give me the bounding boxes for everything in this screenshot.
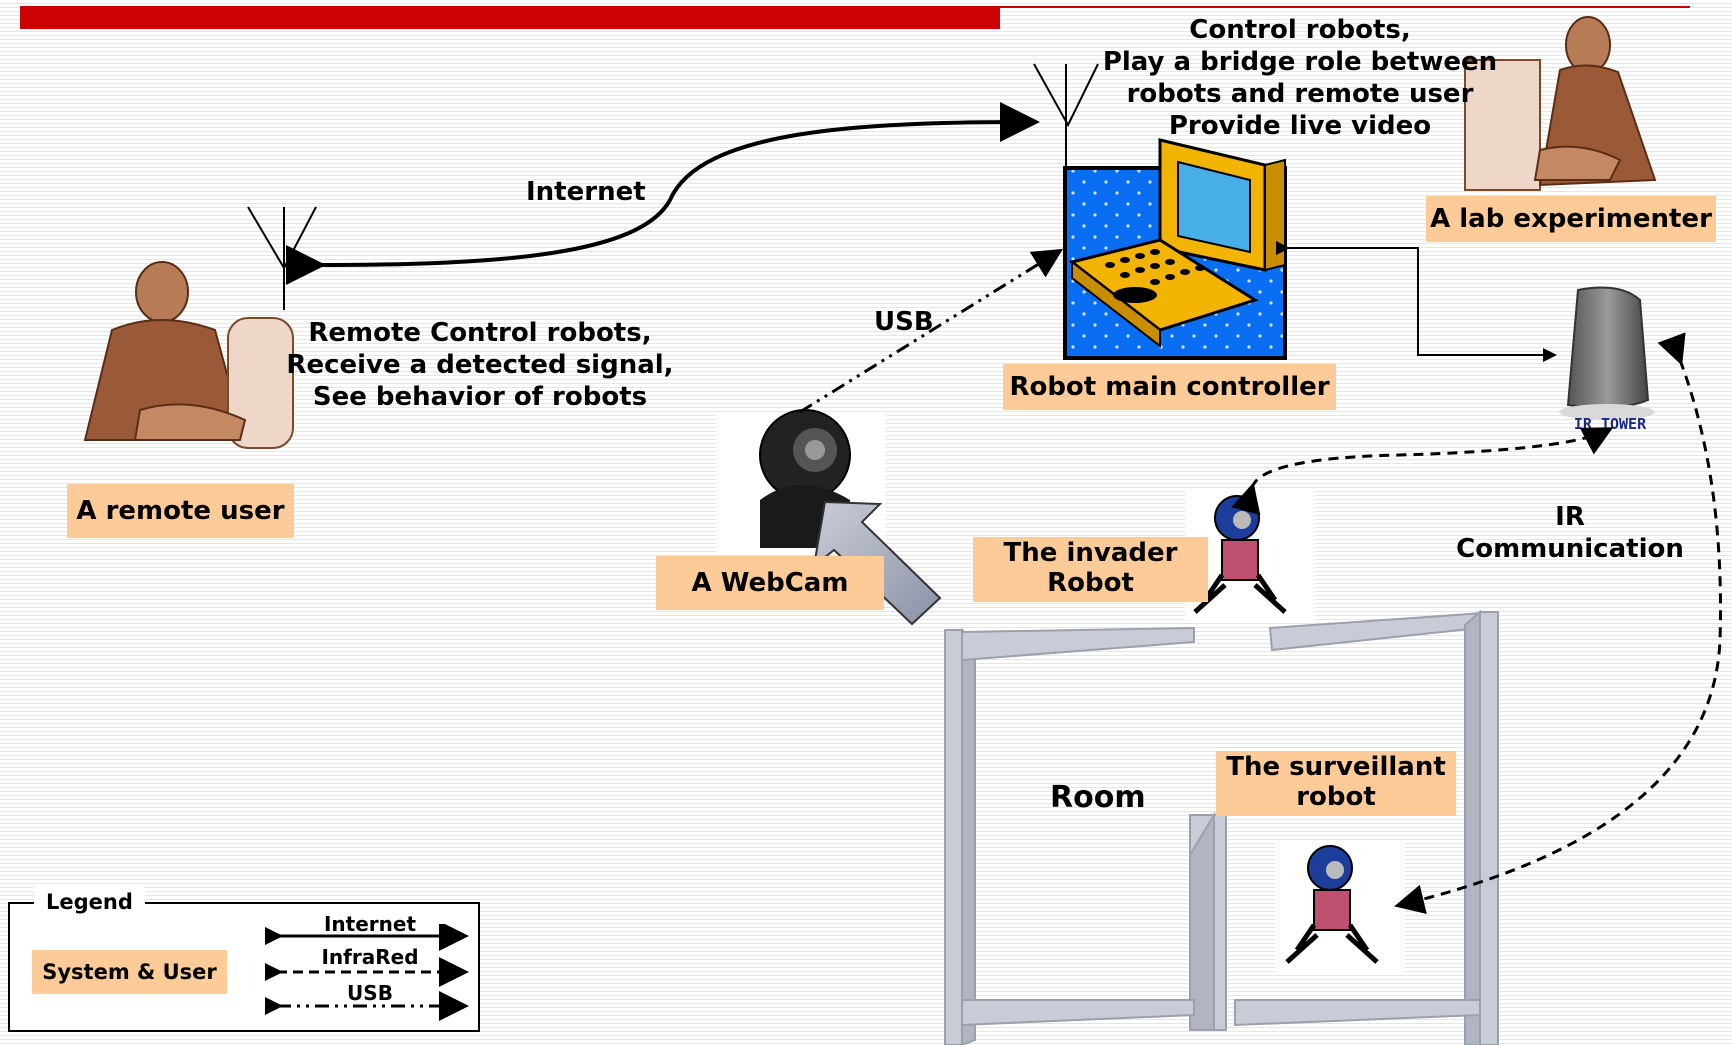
surveillant-robot-icon bbox=[1275, 842, 1405, 972]
antenna-remote-icon bbox=[247, 206, 317, 310]
lab-experimenter-figure bbox=[1464, 16, 1657, 191]
surveillant-line-1: The surveillant bbox=[1226, 752, 1446, 782]
ir-invader-connection bbox=[1231, 427, 1614, 516]
legend-usb-label: USB bbox=[347, 981, 393, 1005]
wall-inner-side bbox=[1189, 811, 1215, 1031]
remote-roles: Remote Control robots, Receive a detecte… bbox=[280, 317, 680, 413]
remote-role-2: Receive a detected signal, bbox=[286, 350, 674, 380]
wall-left bbox=[944, 629, 963, 1045]
internet-label: Internet bbox=[526, 177, 646, 207]
lab-experimenter-box: A lab experimenter bbox=[1426, 196, 1716, 242]
header-red-bar bbox=[20, 6, 1000, 29]
ir-comm-line-1: IR bbox=[1555, 502, 1585, 532]
wall-right bbox=[1479, 611, 1499, 1045]
remote-role-1: Remote Control robots, bbox=[308, 318, 652, 348]
room-label: Room bbox=[1050, 780, 1146, 815]
invader-robot-box: The invader Robot bbox=[973, 537, 1208, 602]
controller-role-3: robots and remote user bbox=[1126, 79, 1474, 109]
usb-label: USB bbox=[874, 307, 934, 337]
legend-internet-label: Internet bbox=[323, 912, 417, 936]
legend-infrared-label: InfraRed bbox=[321, 945, 419, 969]
wall-right-side bbox=[1464, 609, 1481, 1045]
controller-role-2: Play a bridge role between bbox=[1102, 47, 1498, 77]
webcam-icon bbox=[716, 409, 886, 552]
ir-comm-line-2: Communication bbox=[1456, 534, 1684, 564]
legend: Legend System & User Internet InfraRed U… bbox=[8, 887, 480, 1032]
invader-line-2: Robot bbox=[1047, 568, 1134, 598]
controller-role-4: Provide live video bbox=[1168, 111, 1432, 141]
legend-title: Legend bbox=[34, 887, 145, 917]
legend-system-user: System & User bbox=[32, 950, 227, 994]
wall-left-side bbox=[961, 627, 976, 1045]
surveillant-line-2: robot bbox=[1296, 782, 1376, 812]
internet-connection bbox=[285, 102, 1040, 286]
ir-tower-label: IR TOWER bbox=[1574, 415, 1647, 433]
legend-line-samples bbox=[265, 924, 469, 1021]
wall-top-left bbox=[961, 626, 1195, 662]
remote-user-figure bbox=[83, 261, 294, 449]
surveillant-robot-box: The surveillant robot bbox=[1216, 751, 1456, 816]
wall-bottom-right bbox=[1234, 999, 1481, 1027]
remote-user-box: A remote user bbox=[67, 484, 294, 538]
controller-role-1: Control robots, bbox=[1189, 15, 1411, 45]
ir-tower-icon bbox=[1559, 286, 1655, 420]
room-walls bbox=[944, 609, 1499, 1045]
controller-irtower-connection bbox=[1276, 241, 1557, 362]
usb-connection bbox=[799, 248, 1064, 414]
wall-bottom-left bbox=[961, 999, 1195, 1027]
webcam-box: A WebCam bbox=[656, 556, 884, 610]
header-bar bbox=[20, 6, 1690, 29]
invader-line-1: The invader bbox=[1003, 538, 1178, 568]
robot-main-controller-box: Robot main controller bbox=[1003, 364, 1336, 410]
ir-surveillant-connection bbox=[1394, 332, 1722, 914]
controller-roles: Control robots, Play a bridge role betwe… bbox=[1090, 14, 1510, 142]
remote-role-3: See behavior of robots bbox=[312, 382, 648, 412]
controller-laptop-icon bbox=[1063, 138, 1287, 360]
antenna-controller-icon bbox=[1033, 63, 1099, 170]
ir-communication-label: IR Communication bbox=[1450, 501, 1690, 565]
